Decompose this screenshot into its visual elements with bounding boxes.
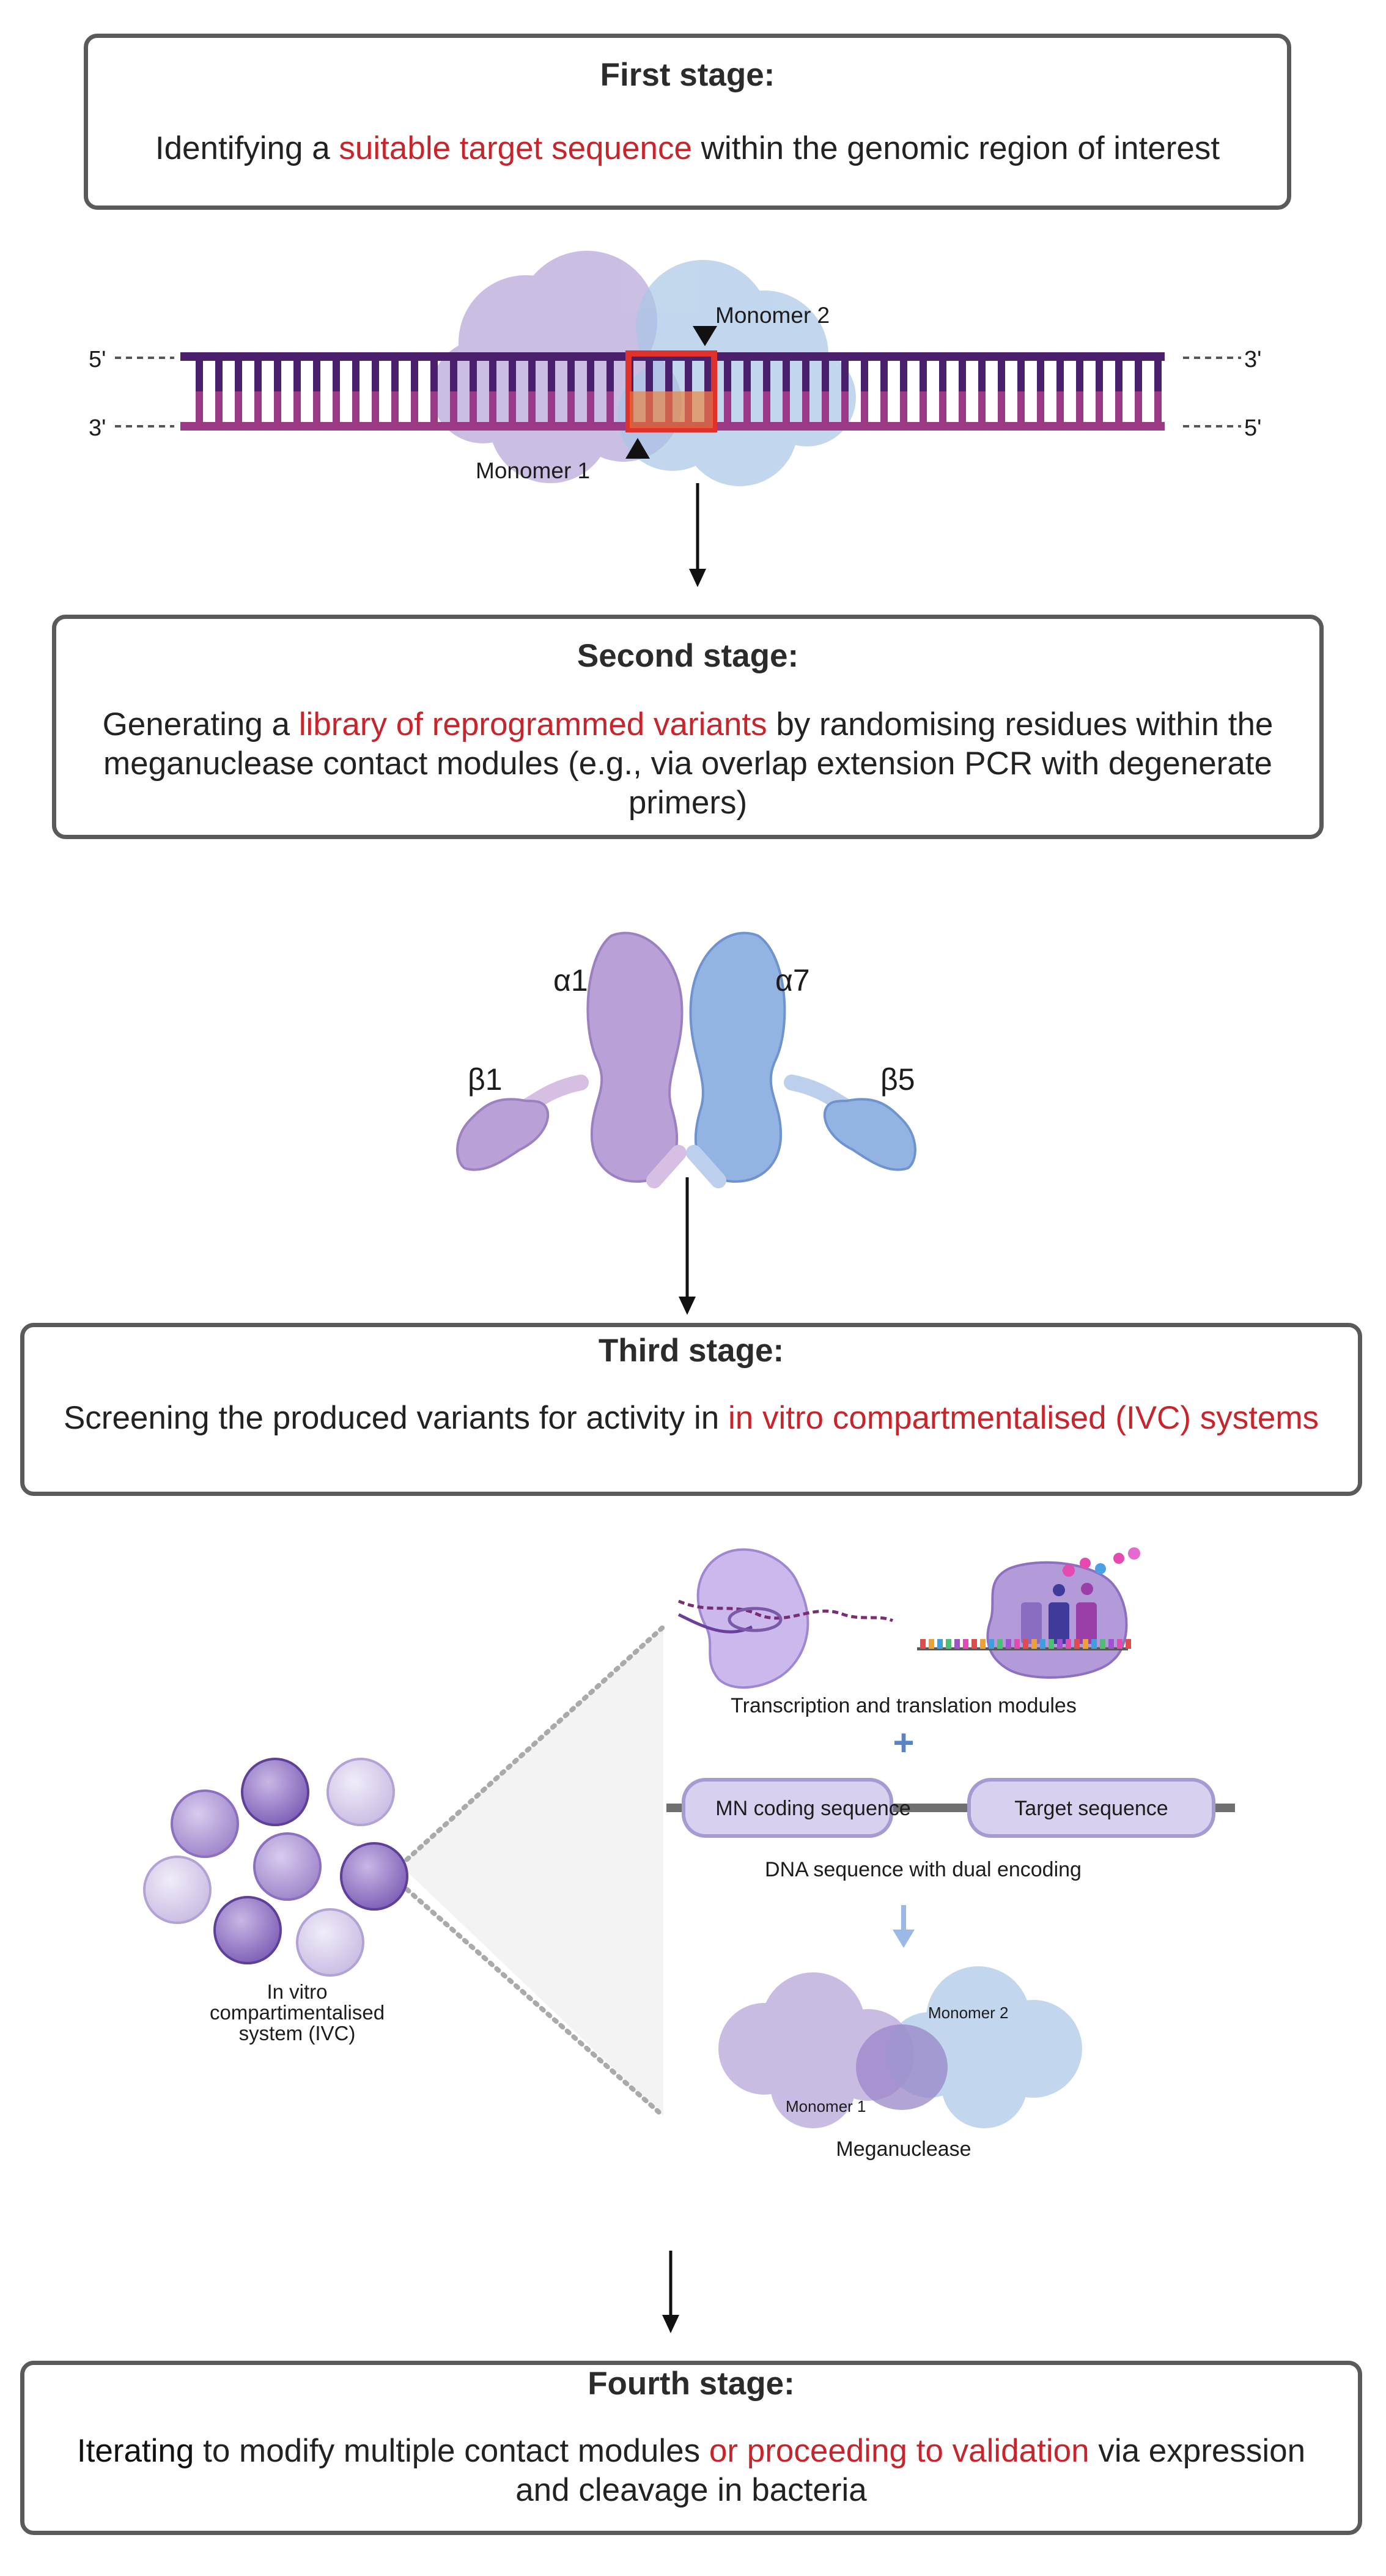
cleavage-arrow-top bbox=[693, 326, 717, 346]
stage4-text-mid: to modify multiple contact modules bbox=[194, 2433, 709, 2469]
stage4-title: Fourth stage: bbox=[588, 2366, 795, 2402]
cleavage-arrow-bottom bbox=[625, 438, 650, 459]
dna-monomer2-label: Monomer 2 bbox=[715, 303, 830, 328]
ivc-label-line3: system (IVC) bbox=[239, 2022, 356, 2045]
ribosome-icon bbox=[917, 1547, 1140, 1679]
stage2-text-after: by randomising residues within the megan… bbox=[103, 706, 1274, 821]
stage3-text-before: Screening the produced variants for acti… bbox=[63, 1400, 729, 1436]
ivc-label-line1: In vitro bbox=[267, 1980, 327, 2003]
stage4-text-dark: Iterating bbox=[76, 2433, 194, 2469]
stage3-highlight: in vitro compartmentalised (IVC) systems bbox=[728, 1400, 1319, 1436]
meganuclease-structure: α1 α7 β1 β5 bbox=[456, 931, 916, 1315]
stage2-box: Second stage: Generating a library of re… bbox=[52, 615, 1324, 839]
stage1-box: First stage: Identifying a suitable targ… bbox=[84, 34, 1291, 210]
dna-left-top-label: 5' bbox=[89, 347, 106, 372]
beta5-label: β5 bbox=[880, 1062, 915, 1097]
beta1-shape bbox=[456, 1098, 550, 1171]
stage4-text: Iterating to modify multiple contact mod… bbox=[24, 2432, 1358, 2510]
mn-coding-box bbox=[682, 1778, 893, 1838]
beta5-shape bbox=[823, 1098, 916, 1171]
stage3-title: Third stage: bbox=[598, 1333, 784, 1369]
blue-arrow bbox=[893, 1930, 915, 1948]
beta1-label: β1 bbox=[468, 1062, 503, 1097]
mn-coding-label: MN coding sequence bbox=[715, 1797, 910, 1820]
stage1-text-before: Identifying a bbox=[155, 130, 339, 166]
stage4-highlight: or proceeding to validation bbox=[709, 2433, 1089, 2469]
arrow-2 bbox=[679, 1297, 696, 1315]
dual-encoding-label: DNA sequence with dual encoding bbox=[765, 1858, 1082, 1881]
dna-left-bottom-label: 3' bbox=[89, 415, 106, 441]
stage3-text: Screening the produced variants for acti… bbox=[24, 1399, 1358, 1438]
alpha1-label: α1 bbox=[553, 963, 588, 997]
stage1-title: First stage: bbox=[600, 57, 775, 93]
stage3-box: Third stage: Screening the produced vari… bbox=[20, 1323, 1362, 1496]
dna-right-bottom-label: 5' bbox=[1244, 415, 1261, 441]
meganuclease-label: Meganuclease bbox=[836, 2137, 971, 2161]
plus-sign: + bbox=[893, 1722, 914, 1763]
polymerase-icon bbox=[677, 1548, 894, 1689]
modules-label: Transcription and translation modules bbox=[731, 1694, 1077, 1717]
arrow-3 bbox=[662, 2315, 679, 2333]
target-site-box bbox=[625, 350, 717, 432]
target-sequence-box bbox=[967, 1778, 1215, 1838]
dna-diagram: 5' 3' 3' 5' Monomer 2 Monomer 1 bbox=[89, 251, 1261, 587]
meganuclease-monomer2-label: Monomer 2 bbox=[928, 2004, 1009, 2022]
stage1-text: Identifying a suitable target sequence w… bbox=[88, 129, 1287, 168]
arrow-1 bbox=[689, 569, 706, 587]
stage2-title: Second stage: bbox=[577, 638, 799, 674]
dna-right-top-label: 3' bbox=[1244, 347, 1261, 372]
alpha7-label: α7 bbox=[775, 963, 810, 997]
stage4-text-after: via expression and cleavage in bacteria bbox=[515, 2433, 1306, 2508]
dna-monomer1-label: Monomer 1 bbox=[476, 458, 590, 483]
stage2-highlight: library of reprogrammed variants bbox=[298, 706, 767, 742]
ivc-droplets bbox=[143, 1758, 408, 1977]
ivc-label-line2: compartimentalised bbox=[210, 2001, 385, 2024]
stage1-text-after: within the genomic region of interest bbox=[691, 130, 1220, 166]
stage1-highlight: suitable target sequence bbox=[339, 130, 692, 166]
stage2-text-before: Generating a bbox=[102, 706, 299, 742]
meganuclease-monomer1-label: Monomer 1 bbox=[786, 2097, 866, 2115]
stage2-text: Generating a library of reprogrammed var… bbox=[56, 705, 1319, 823]
target-sequence-label: Target sequence bbox=[1014, 1797, 1168, 1820]
zoom-wedge bbox=[400, 1627, 663, 2116]
stage4-box: Fourth stage: Iterating to modify multip… bbox=[20, 2361, 1362, 2535]
